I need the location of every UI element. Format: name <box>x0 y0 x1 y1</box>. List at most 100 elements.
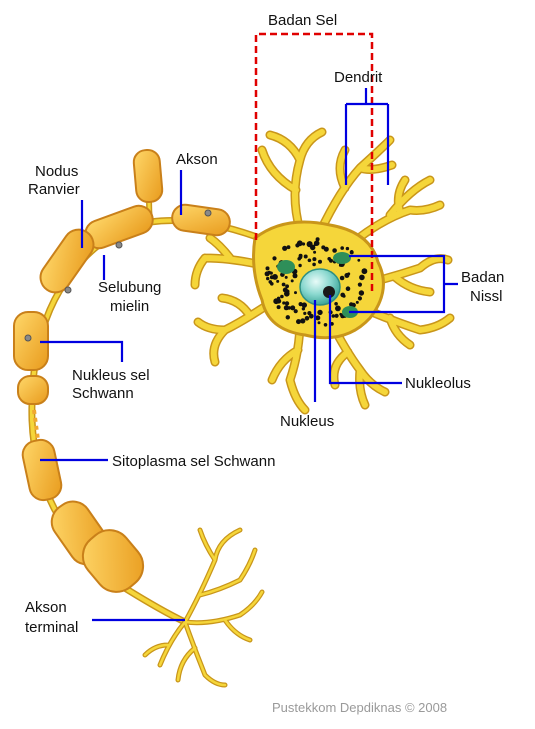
nissl-granule <box>345 286 351 292</box>
nissl-granule <box>282 301 286 305</box>
nissl-granule <box>276 305 281 310</box>
nissl-granule <box>307 258 312 263</box>
cell-body <box>252 220 385 340</box>
nissl-granule <box>312 257 317 262</box>
nissl-granule <box>351 302 356 308</box>
nissl-granule <box>301 302 307 308</box>
nucleus <box>299 268 341 306</box>
credit: Pustekkom Depdiknas © 2008 <box>272 700 447 715</box>
nissl-granule <box>315 315 321 321</box>
nissl-granule <box>317 321 321 325</box>
label-akson-terminal-2: terminal <box>25 619 78 636</box>
nissl-granule <box>345 246 350 251</box>
label-sitoplasma: Sitoplasma sel Schwann <box>112 453 275 470</box>
nissl-granule <box>296 319 301 325</box>
nissl-granule <box>304 316 310 321</box>
label-nukleus-sel: Nukleus sel <box>72 367 150 384</box>
nissl-granule <box>272 256 277 261</box>
nissl-granule <box>292 273 298 279</box>
nissl-granule <box>272 274 278 280</box>
nissl-granule <box>323 323 328 327</box>
nissl-granule <box>290 279 294 283</box>
nucleolus <box>323 286 335 298</box>
nissl-granule <box>293 309 298 314</box>
nissl-granule <box>310 314 314 318</box>
labels: Badan Sel Dendrit Nodus Ranvier Akson Se… <box>25 12 504 636</box>
nissl-granule <box>340 292 346 298</box>
nissl-granule <box>285 315 290 320</box>
nissl-granule <box>312 262 316 267</box>
nissl-granule <box>334 313 339 318</box>
nissl-granule <box>298 302 303 307</box>
nissl-granule <box>340 246 345 250</box>
nissl-granule <box>357 258 361 262</box>
nissl-granule <box>359 274 365 281</box>
label-ranvier: Ranvier <box>28 181 80 198</box>
nissl-granule <box>284 301 290 306</box>
nissl-granule <box>357 282 362 287</box>
nissl-granule <box>283 305 289 311</box>
nissl-granule <box>318 259 322 264</box>
label-badan-sel: Badan Sel <box>268 12 337 29</box>
label-schwann: Schwann <box>72 385 134 402</box>
nissl-granule <box>284 275 288 279</box>
nissl-granule <box>273 298 280 305</box>
axon-gap <box>32 409 40 441</box>
nissl-granule <box>331 314 336 318</box>
nissl-granule <box>270 282 274 286</box>
nissl-granule <box>286 245 291 250</box>
nissl-granule <box>294 291 297 295</box>
nissl-granule <box>281 282 286 287</box>
label-akson-terminal-1: Akson <box>25 599 67 616</box>
nissl-body <box>277 260 295 274</box>
label-dendrit: Dendrit <box>334 69 383 86</box>
nissl-granule <box>265 266 270 271</box>
label-mielin: mielin <box>110 298 149 315</box>
nissl-granule <box>303 311 307 315</box>
nissl-granule <box>298 263 302 268</box>
nissl-granule <box>335 305 341 312</box>
nissl-granule <box>280 294 284 299</box>
label-badan: Badan <box>461 269 504 286</box>
nissl-granule <box>327 257 332 261</box>
nissl-granule <box>313 250 317 254</box>
nissl-granule <box>301 307 306 311</box>
nissl-granule <box>332 248 337 253</box>
label-nukleolus: Nukleolus <box>405 375 471 392</box>
nissl-granule <box>282 287 288 293</box>
nissl-granule <box>285 284 289 289</box>
nissl-granule <box>298 241 302 246</box>
leader-lines <box>40 88 458 622</box>
nissl-granule <box>357 296 362 301</box>
nissl-granule <box>317 309 323 316</box>
nissl-granule <box>290 305 296 311</box>
nissl-granule <box>313 243 317 247</box>
label-selubung: Selubung <box>98 279 161 296</box>
label-akson: Akson <box>176 151 218 168</box>
nissl-granule <box>269 275 274 280</box>
label-nodus: Nodus <box>35 163 78 180</box>
nissl-granule <box>323 246 329 252</box>
nissl-granule <box>306 241 313 247</box>
myelin-sheath <box>13 148 231 593</box>
nissl-granule <box>267 270 272 275</box>
label-nissl: Nissl <box>470 288 503 305</box>
nissl-granule <box>276 279 280 283</box>
nissl-granule <box>295 243 300 248</box>
nissl-body <box>333 252 351 264</box>
nissl-granule <box>339 275 345 281</box>
nissl-granule <box>301 242 306 246</box>
label-nukleus: Nukleus <box>280 413 334 430</box>
nissl-granule <box>282 245 288 251</box>
nissl-granule <box>334 302 338 306</box>
nissl-granule <box>297 257 302 261</box>
nissl-granule <box>338 264 342 267</box>
nissl-granule <box>344 273 350 278</box>
nissl-granule <box>303 254 308 259</box>
nissl-granule <box>355 300 359 304</box>
nissl-granule <box>361 268 368 275</box>
nissl-granule <box>349 250 354 255</box>
nissl-granule <box>300 318 306 324</box>
nissl-granule <box>358 290 365 296</box>
